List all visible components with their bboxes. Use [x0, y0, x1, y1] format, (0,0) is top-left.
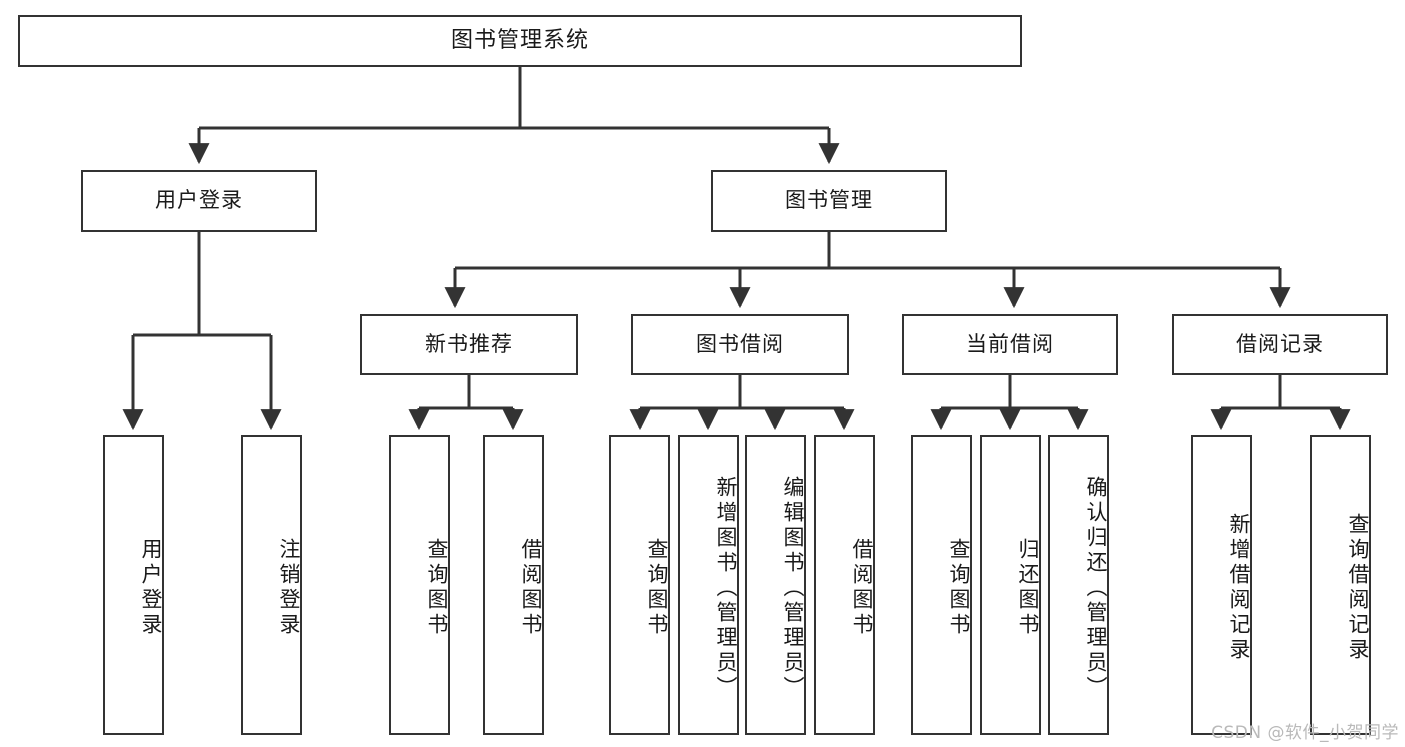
node-label: 图书借阅 [696, 331, 784, 356]
node-label: 图书管理 [785, 188, 873, 213]
node-label: 借阅图书 [519, 538, 543, 638]
node-label: 新增图书（管理员） [714, 475, 738, 701]
leaf-add-book-admin[interactable]: 新增图书（管理员） [678, 435, 739, 735]
csdn-watermark: CSDN @软件_小贺同学 [1211, 723, 1399, 743]
node-label: 新增借阅记录 [1227, 513, 1251, 663]
node-label: 注销登录 [277, 538, 301, 638]
node-label: 当前借阅 [966, 331, 1054, 356]
leaf-logout[interactable]: 注销登录 [241, 435, 302, 735]
node-label: 查询图书 [947, 538, 971, 638]
leaf-borrow-book-borrow[interactable]: 借阅图书 [814, 435, 875, 735]
node-book-management[interactable]: 图书管理 [711, 170, 947, 232]
node-label: 查询图书 [645, 538, 669, 638]
leaf-query-book-newbook[interactable]: 查询图书 [389, 435, 450, 735]
node-borrowing-record[interactable]: 借阅记录 [1172, 314, 1388, 375]
leaf-query-book-current[interactable]: 查询图书 [911, 435, 972, 735]
leaf-confirm-return-admin[interactable]: 确认归还（管理员） [1048, 435, 1109, 735]
leaf-query-borrow-record[interactable]: 查询借阅记录 [1310, 435, 1371, 735]
node-label: 查询借阅记录 [1346, 513, 1370, 663]
leaf-return-book[interactable]: 归还图书 [980, 435, 1041, 735]
leaf-add-borrow-record[interactable]: 新增借阅记录 [1191, 435, 1252, 735]
node-label: 确认归还（管理员） [1084, 475, 1108, 701]
leaf-user-login[interactable]: 用户登录 [103, 435, 164, 735]
leaf-edit-book-admin[interactable]: 编辑图书（管理员） [745, 435, 806, 735]
node-user-login[interactable]: 用户登录 [81, 170, 317, 232]
node-current-borrowing[interactable]: 当前借阅 [902, 314, 1118, 375]
node-label: 借阅图书 [850, 538, 874, 638]
leaf-query-book-borrow[interactable]: 查询图书 [609, 435, 670, 735]
node-book-borrowing[interactable]: 图书借阅 [631, 314, 849, 375]
node-new-book-recommendation[interactable]: 新书推荐 [360, 314, 578, 375]
node-label: 新书推荐 [425, 331, 513, 356]
node-label: 用户登录 [139, 538, 163, 638]
leaf-borrow-book-newbook[interactable]: 借阅图书 [483, 435, 544, 735]
node-label: 归还图书 [1016, 538, 1040, 638]
node-label: 查询图书 [425, 538, 449, 638]
node-label: 借阅记录 [1236, 331, 1324, 356]
node-root-book-management-system[interactable]: 图书管理系统 [18, 15, 1022, 67]
node-label: 图书管理系统 [450, 27, 589, 53]
node-label: 编辑图书（管理员） [781, 475, 805, 701]
node-label: 用户登录 [155, 188, 243, 213]
